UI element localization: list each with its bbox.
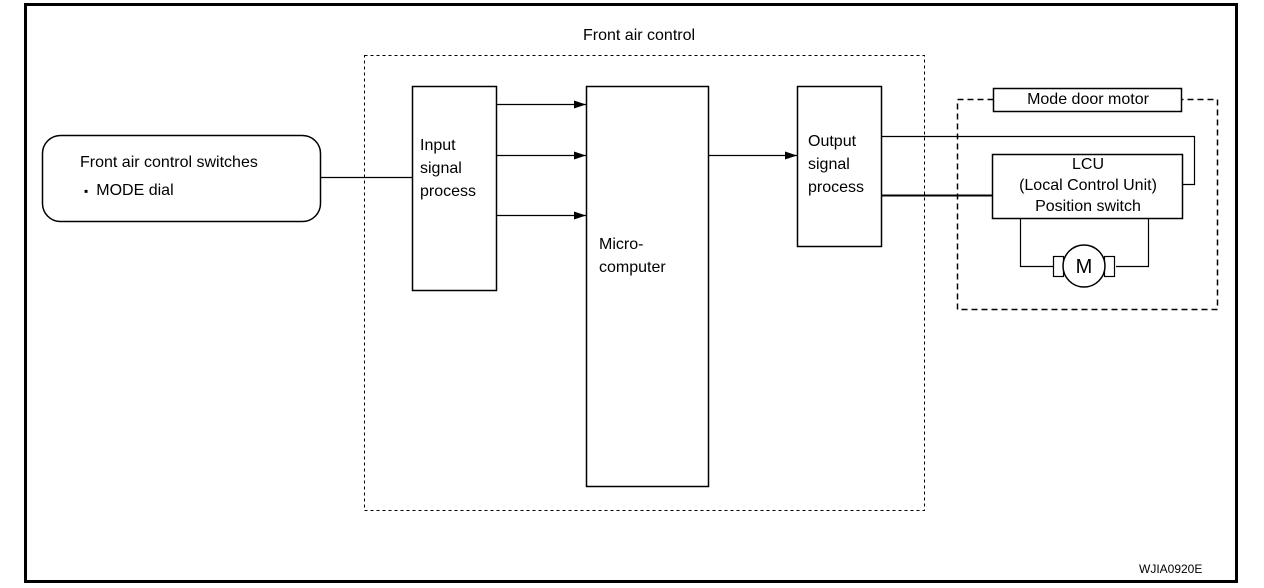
input-block-line-1: Input — [420, 137, 456, 154]
lcu-line-2: (Local Control Unit) — [1019, 177, 1157, 194]
switches-item-label: MODE dial — [96, 182, 174, 199]
switches-box — [41, 134, 322, 223]
output-to-lcu-upper-wire — [882, 135, 1196, 186]
motor-symbol: M — [1076, 256, 1093, 278]
front-air-control-title: Front air control — [583, 27, 696, 44]
switches-title: Front air control switches — [80, 154, 258, 171]
motor-terminal-left — [1052, 255, 1065, 278]
outer-frame — [24, 3, 1238, 583]
switches-item: ▪ MODE dial — [84, 179, 174, 203]
output-block-line-1: Output — [808, 133, 857, 150]
lcu-to-motor-right-wire — [1116, 219, 1150, 268]
lcu-line-1: LCU — [1071, 156, 1104, 173]
lcu-line-3: Position switch — [1035, 198, 1141, 215]
microcomputer-box — [585, 85, 710, 488]
mode-door-motor-label-box — [992, 87, 1183, 113]
motor-icon — [1062, 244, 1106, 288]
bullet-icon: ▪ — [84, 184, 89, 198]
motor-terminal-right — [1103, 255, 1116, 278]
figure-code: WJIA0920E — [1139, 562, 1203, 576]
output-block-line-3: process — [808, 179, 865, 196]
output-signal-process-box — [796, 85, 883, 248]
lcu-box — [991, 153, 1184, 220]
microcomputer-line-2: computer — [599, 259, 666, 276]
input-block-line-3: process — [420, 183, 477, 200]
output-block-line-2: signal — [808, 156, 850, 173]
front-air-control-boundary — [364, 55, 925, 511]
microcomputer-line-1: Micro- — [599, 236, 644, 253]
input-block-line-2: signal — [420, 160, 462, 177]
input-signal-process-box — [411, 85, 498, 292]
mode-door-motor-title: Mode door motor — [1027, 91, 1149, 108]
lcu-to-motor-left-wire — [1019, 219, 1053, 268]
